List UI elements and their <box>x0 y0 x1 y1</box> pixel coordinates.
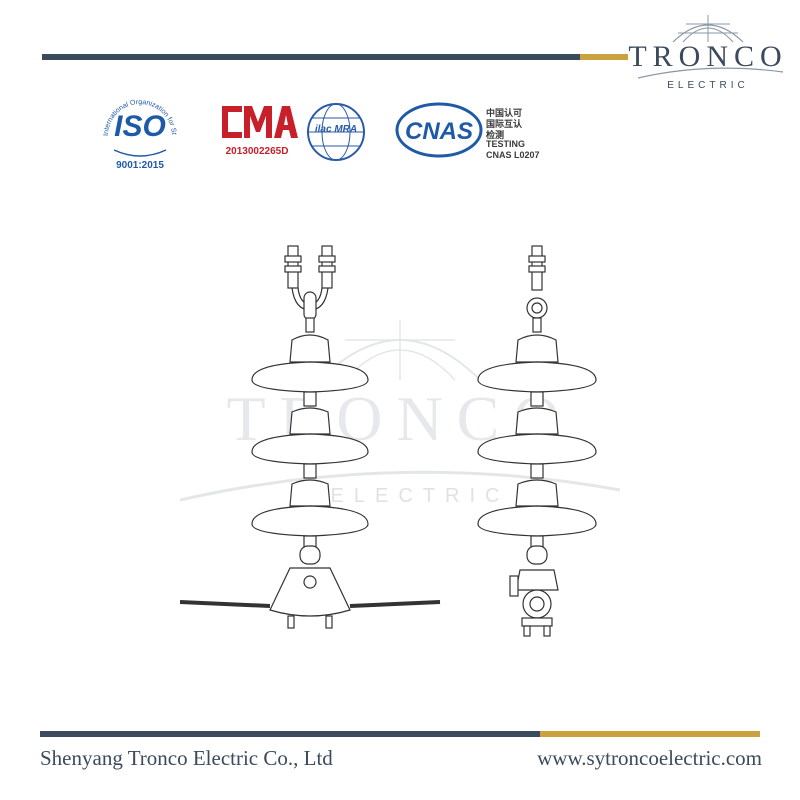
top-divider-bar <box>42 54 628 60</box>
cnas-line-5: CNAS L0207 <box>486 150 540 160</box>
logo-sub-text: ELECTRIC <box>667 80 749 91</box>
insulator-string-drawing: TRONCO ELECTRIC <box>180 245 620 637</box>
cma-certification-badge: 2013002265D <box>214 98 300 168</box>
watermark-sub: ELECTRIC <box>331 485 510 507</box>
globe-arc-icon <box>637 15 784 79</box>
cnas-line-4: TESTING <box>486 139 526 149</box>
cma-mark-icon <box>222 106 298 138</box>
right-insulator-string <box>477 245 597 637</box>
logo-brand-text: TRONCO <box>628 40 788 73</box>
iso-label: ISO <box>114 110 166 143</box>
iso-certification-badge: International Organization for Standardi… <box>100 88 180 180</box>
cnas-line-1: 中国认可 <box>486 108 523 118</box>
footer-website-url: www.sytroncoelectric.com <box>537 746 762 770</box>
left-insulator-string <box>180 245 441 629</box>
bottom-divider-bar <box>40 731 760 737</box>
ilac-globe-icon <box>307 103 365 161</box>
cnas-label: CNAS <box>404 118 473 145</box>
cnas-oval-icon <box>395 102 483 158</box>
top-bar-dark-segment <box>42 54 580 60</box>
company-logo: TRONCO ELECTRIC <box>628 10 788 92</box>
cma-number: 2013002265D <box>225 146 289 157</box>
cnas-certification-badge: CNAS 中国认可 国际互认 检测 TESTING CNAS L0207 <box>394 100 554 160</box>
cnas-line-3: 检测 <box>486 130 505 140</box>
ilac-certification-badge: ilac MRA <box>306 100 366 164</box>
iso-ring-icon: International Organization for Standardi… <box>100 88 177 157</box>
iso-year: 9001:2015 <box>116 160 164 171</box>
top-bar-gold-segment <box>580 54 628 60</box>
ilac-label: ilac MRA <box>314 124 358 135</box>
footer-company-name: Shenyang Tronco Electric Co., Ltd <box>40 746 333 770</box>
bottom-bar-gold-segment <box>540 731 760 737</box>
cnas-line-2: 国际互认 <box>486 119 523 129</box>
watermark-logo <box>180 320 620 502</box>
bottom-bar-dark-segment <box>40 731 540 737</box>
